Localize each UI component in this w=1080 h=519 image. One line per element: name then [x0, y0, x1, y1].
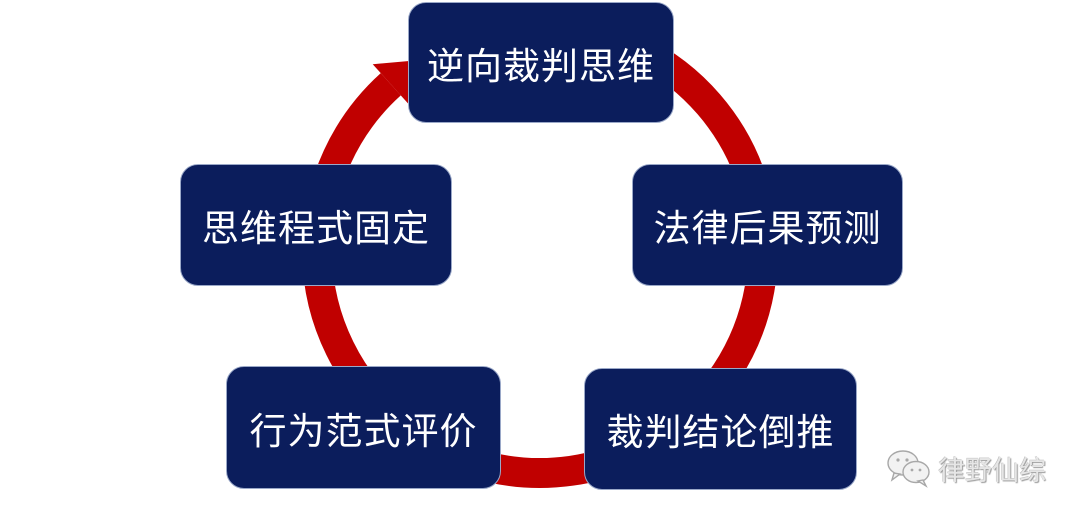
cycle-node-thinking-pattern-fixation: 思维程式固定 [180, 164, 452, 286]
cycle-node-judgment-conclusion-inference: 裁判结论倒推 [584, 368, 857, 490]
node-label: 思维程式固定 [202, 207, 430, 250]
node-label: 裁判结论倒推 [606, 411, 835, 454]
cycle-node-behavior-paradigm-evaluation: 行为范式评价 [226, 366, 501, 489]
wechat-icon [887, 450, 930, 488]
watermark: 律野仙综 [886, 448, 1046, 488]
cycle-node-reverse-judgment-thinking: 逆向裁判思维 [408, 2, 674, 123]
cycle-arrowhead-icon [372, 60, 418, 105]
node-label: 行为范式评价 [249, 409, 478, 453]
cycle-node-legal-consequence-prediction: 法律后果预测 [632, 164, 903, 286]
node-label: 法律后果预测 [653, 207, 882, 250]
node-label: 逆向裁判思维 [427, 44, 655, 88]
watermark-text: 律野仙综 [938, 455, 1046, 487]
